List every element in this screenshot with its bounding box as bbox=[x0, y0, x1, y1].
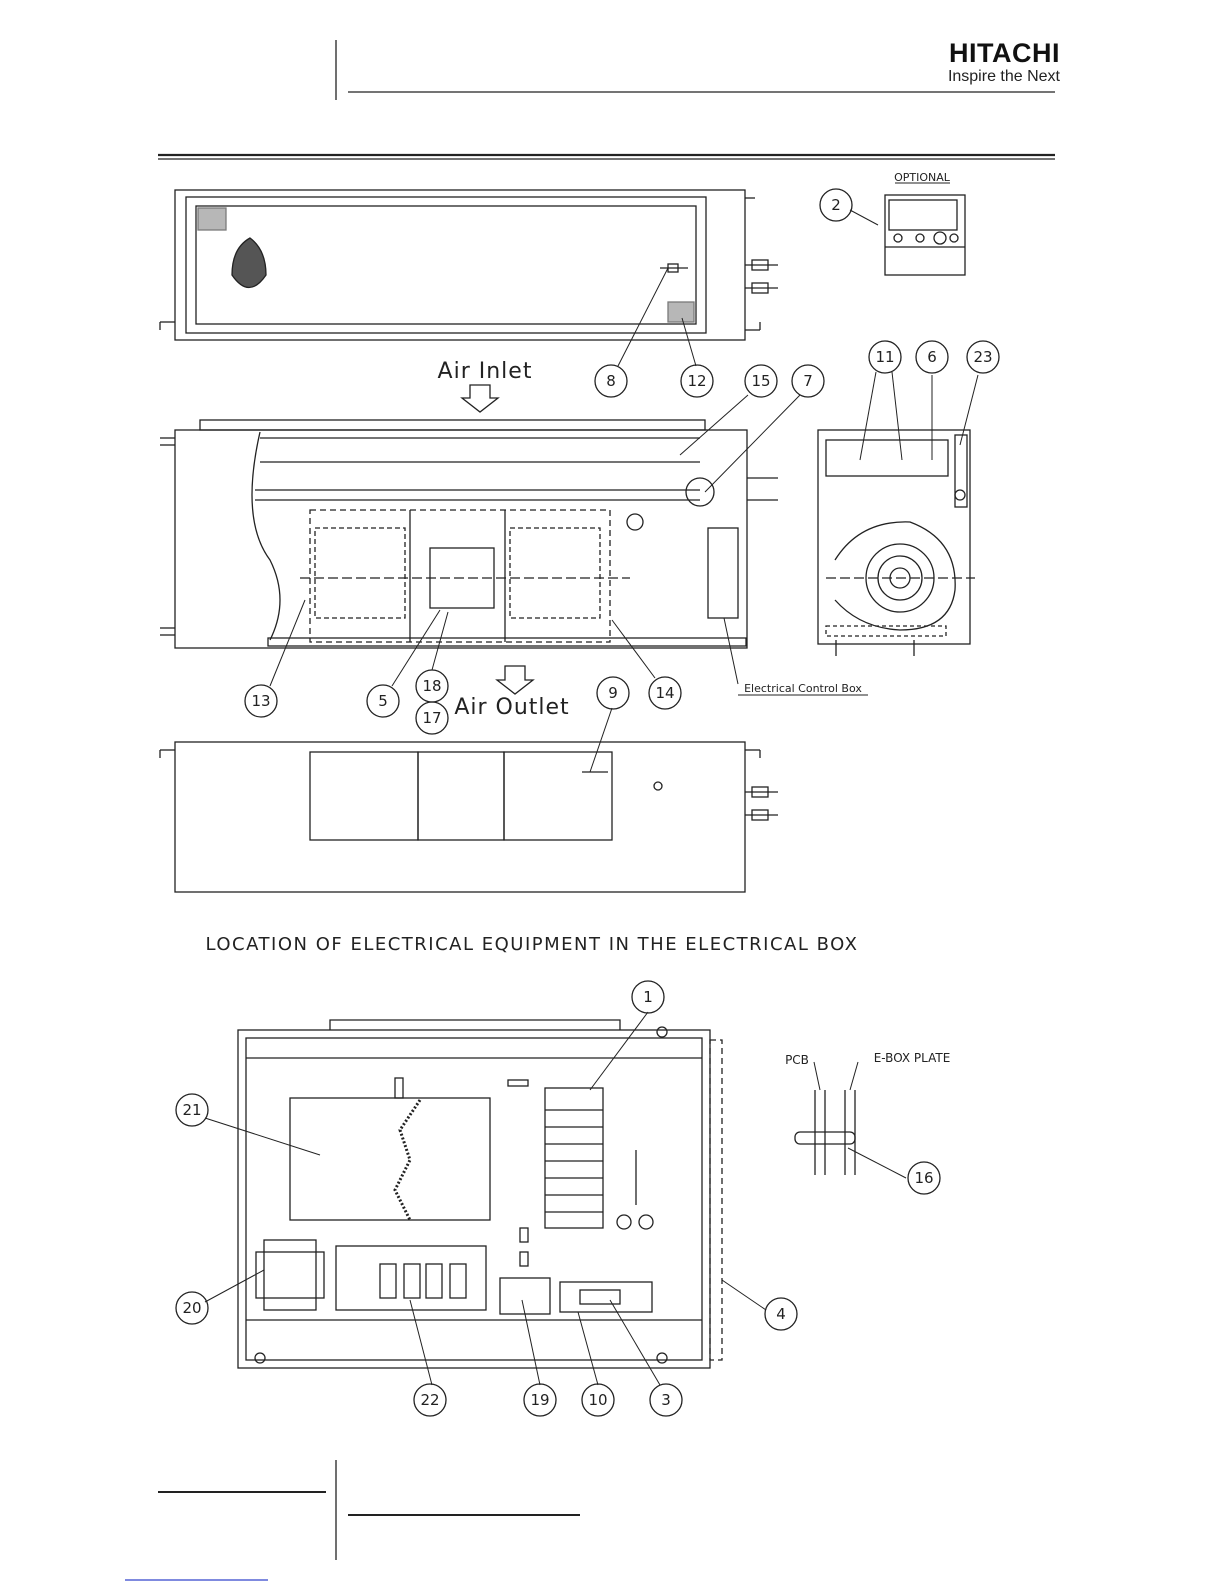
air-inlet-arrow-icon bbox=[462, 385, 498, 412]
callout-22: 22 bbox=[420, 1391, 439, 1409]
ebox-section-title: LOCATION OF ELECTRICAL EQUIPMENT IN THE … bbox=[206, 934, 859, 955]
callout-5: 5 bbox=[378, 692, 388, 710]
callout-19: 19 bbox=[530, 1391, 549, 1409]
unit-bottom-view bbox=[160, 742, 778, 892]
electrical-box bbox=[238, 1020, 722, 1368]
air-outlet-label: Air Outlet bbox=[454, 695, 569, 720]
leader-lines bbox=[205, 210, 978, 1385]
air-inlet-label: Air Inlet bbox=[438, 359, 533, 384]
unit-top-view bbox=[160, 190, 778, 340]
callout-8: 8 bbox=[606, 372, 616, 390]
callout-3: 3 bbox=[661, 1391, 671, 1409]
air-outlet-arrow-icon bbox=[497, 666, 533, 694]
callout-23: 23 bbox=[973, 348, 992, 366]
pcb-support-detail bbox=[795, 1090, 855, 1175]
callout-18: 18 bbox=[422, 677, 441, 695]
unit-side-view bbox=[160, 420, 778, 648]
callout-7: 7 bbox=[803, 372, 813, 390]
callout-1: 1 bbox=[643, 988, 653, 1006]
callout-21: 21 bbox=[182, 1101, 201, 1119]
optional-label: OPTIONAL bbox=[894, 171, 951, 184]
callout-16: 16 bbox=[914, 1169, 933, 1187]
callout-12: 12 bbox=[687, 372, 706, 390]
callout-14: 14 bbox=[655, 684, 674, 702]
ebox-plate-label: E-BOX PLATE bbox=[874, 1051, 951, 1065]
callout-17: 17 bbox=[422, 709, 441, 727]
callout-2: 2 bbox=[831, 196, 841, 214]
remote-controller bbox=[885, 195, 965, 275]
electrical-control-box-label: Electrical Control Box bbox=[744, 682, 862, 695]
callout-20: 20 bbox=[182, 1299, 201, 1317]
callout-15: 15 bbox=[751, 372, 770, 390]
callout-10: 10 bbox=[588, 1391, 607, 1409]
callout-9: 9 bbox=[608, 684, 618, 702]
pcb-label: PCB bbox=[785, 1053, 809, 1067]
callout-numbers: 2 8 12 15 7 11 6 23 13 5 18 17 9 14 1 21… bbox=[182, 196, 992, 1409]
callout-6: 6 bbox=[927, 348, 937, 366]
callout-4: 4 bbox=[776, 1305, 786, 1323]
callout-13: 13 bbox=[251, 692, 270, 710]
callout-11: 11 bbox=[875, 348, 894, 366]
unit-end-view bbox=[818, 430, 975, 656]
